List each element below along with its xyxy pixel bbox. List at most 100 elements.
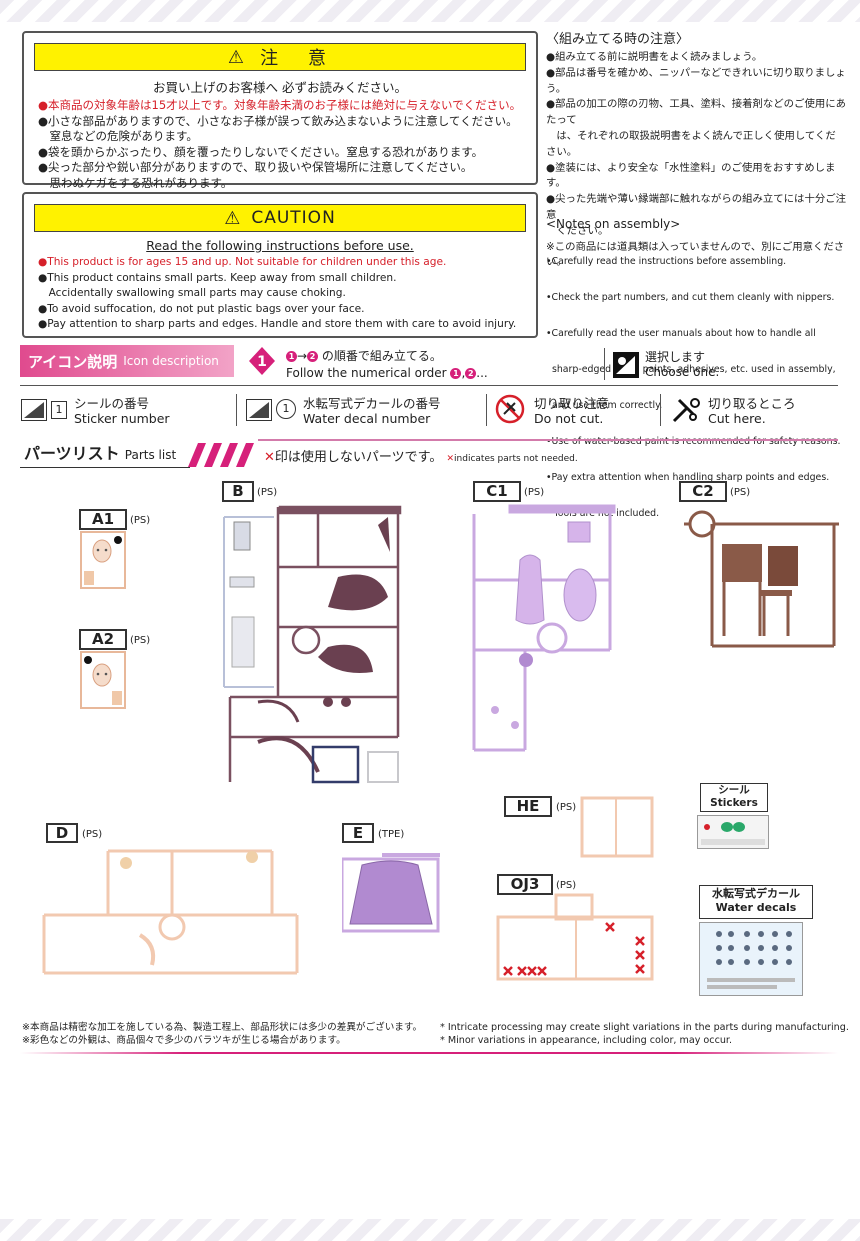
jp-warning-line: ●袋を頭からかぶったり、顔を覆ったりしないでください。窒息する恐れがあります。 xyxy=(38,144,484,159)
runner-material-oj3: (PS) xyxy=(556,880,577,891)
sticker-number-box: 1 xyxy=(51,401,67,419)
sticker-jp: シールの番号 xyxy=(74,396,150,411)
en-notes-line: •Carefully read the instructions before … xyxy=(546,256,787,267)
nocut-en: Do not cut. xyxy=(534,411,604,426)
en-notes-line: and use them correctly. xyxy=(546,400,663,411)
sticker-sheet-illustration xyxy=(697,815,769,849)
en-caution-line: Accidentally swallowing small parts may … xyxy=(38,287,346,300)
runner-e-illustration xyxy=(342,853,440,933)
sticker-en: Sticker number xyxy=(74,411,170,426)
runner-label-c1: C1 xyxy=(473,481,521,502)
jp-notes-line: ●塗装には、より安全な「水性塗料」のご使用をおすすめします。 xyxy=(546,161,836,190)
runner-material-c1: (PS) xyxy=(524,487,545,498)
top-stripe-border xyxy=(0,0,860,22)
runner-c1-illustration xyxy=(472,504,616,752)
order-badge-1: 1 xyxy=(286,351,297,362)
runner-material-a2: (PS) xyxy=(130,635,151,646)
parts-not-needed-note: ✕印は使用しないパーツです。 ✕indicates parts not need… xyxy=(264,446,578,465)
runner-material-a1: (PS) xyxy=(130,515,151,526)
choose-one-icon xyxy=(613,352,639,378)
runner-he-illustration xyxy=(580,796,654,858)
runner-oj3-illustration xyxy=(496,893,654,981)
footer-jp-1: ※本商品は精密な加工を施している為、製造工程上、部品形状には多少の差異がございま… xyxy=(22,1022,423,1033)
jp-notes-line: ●組み立てる前に説明書をよく読みましょう。 xyxy=(546,51,763,63)
jp-warning-header: ⚠ 注 意 xyxy=(34,43,526,71)
step-number-value: 1 xyxy=(257,354,267,370)
jp-warning-subtitle: お買い上げのお客様へ 必ずお読みください。 xyxy=(153,80,407,95)
en-caution-subtitle: Read the following instructions before u… xyxy=(146,238,414,253)
sticker-icon xyxy=(21,399,47,421)
footer-en-1: * Intricate processing may create slight… xyxy=(440,1022,849,1033)
stripe-decoration xyxy=(188,443,254,467)
cut-here-icon xyxy=(672,398,700,423)
stickers-jp: シール xyxy=(718,784,750,796)
runner-label-d: D xyxy=(46,823,78,843)
runner-label-e: E xyxy=(342,823,374,843)
footer-jp-2: ※彩色などの外観は、商品個々で多少のバラツキが生じる場合があります。 xyxy=(22,1035,346,1046)
order-en: Follow the numerical order xyxy=(286,366,447,380)
jp-notes-line: ※この商品には道具類は入っていませんので、別にご用意ください。 xyxy=(546,240,845,269)
runner-material-d: (PS) xyxy=(82,829,103,840)
en-notes-line: •Use of water-based paint is recommended… xyxy=(546,436,841,447)
order-instruction: 1→2 の順番で組み立てる。 xyxy=(286,349,442,363)
parts-list-en: Parts list xyxy=(124,448,177,462)
divider xyxy=(604,348,605,380)
jp-notes-line: は、それぞれの取扱説明書をよく読んで正しく使用してください。 xyxy=(546,129,836,158)
runner-label-a1: A1 xyxy=(79,509,127,530)
runner-a1-illustration xyxy=(80,531,126,589)
order-ellipsis: ... xyxy=(476,366,488,380)
divider xyxy=(20,467,190,468)
bottom-stripe-border xyxy=(0,1219,860,1241)
decal-en: Water decal number xyxy=(303,411,431,426)
choose-en: Choose one. xyxy=(645,365,720,379)
jp-notes-line: ●部品は番号を確かめ、ニッパーなどできれいに切り取りましょう。 xyxy=(546,66,846,95)
runner-material-e: (TPE) xyxy=(378,829,405,840)
runner-label-oj3: OJ3 xyxy=(497,874,553,895)
parts-list-heading: パーツリスト Parts list xyxy=(24,440,176,464)
nocut-jp: 切り取り注意 xyxy=(534,396,610,411)
en-caution-line: ●Pay attention to sharp parts and edges.… xyxy=(38,318,517,331)
parts-list-jp: パーツリスト xyxy=(24,444,120,463)
order-badge-2: 2 xyxy=(307,351,319,362)
jp-warning-box: ⚠ 注 意 お買い上げのお客様へ 必ずお読みください。 ●本商品の対象年齢は15… xyxy=(22,31,538,190)
divider xyxy=(258,439,838,441)
runner-a2-illustration xyxy=(80,651,126,709)
order-comma: , xyxy=(461,366,466,380)
decals-jp: 水転写式デカール xyxy=(712,887,800,900)
cut-en: Cut here. xyxy=(708,411,766,426)
warning-triangle-icon: ⚠ xyxy=(224,207,242,229)
stickers-en: Stickers xyxy=(710,796,758,809)
jp-warning-line: ●小さな部品がありますので、小さなお子様が誤って飲み込まないように注意してくださ… xyxy=(38,113,518,128)
footer-divider xyxy=(20,1052,838,1054)
runner-label-a2: A2 xyxy=(79,629,127,650)
order-instruction-en: Follow the numerical order 1,2... xyxy=(286,366,488,380)
runner-material-c2: (PS) xyxy=(730,487,751,498)
runner-material-b: (PS) xyxy=(257,487,278,498)
runner-c2-illustration xyxy=(684,510,839,648)
en-notes-line: •Carefully read the user manuals about h… xyxy=(546,328,816,339)
jp-notes-line: ●尖った先端や薄い縁端部に触れながらの組み立てには十分ご注意 xyxy=(546,193,847,221)
footer-en-2: * Minor variations in appearance, includ… xyxy=(440,1035,733,1046)
icon-description-en: Icon description xyxy=(123,354,219,368)
en-caution-line: ●This product contains small parts. Keep… xyxy=(38,271,397,284)
decal-number-circle: 1 xyxy=(276,399,296,419)
water-decals-label: 水転写式デカール Water decals xyxy=(699,885,813,919)
stickers-label: シール Stickers xyxy=(700,783,768,812)
runner-label-b: B xyxy=(222,481,254,502)
runner-material-he: (PS) xyxy=(556,802,577,813)
jp-warning-line: 窒息などの危険があります。 xyxy=(38,129,198,144)
jp-warning-line: ●尖った部分や鋭い部分がありますので、取り扱いや保管場所に注意してください。 xyxy=(38,160,473,175)
divider xyxy=(20,385,838,386)
choose-jp: 選択します xyxy=(645,350,706,364)
runner-b-illustration xyxy=(223,505,402,784)
jp-notes-line: ください。 xyxy=(546,224,609,237)
water-decal-sheet-illustration xyxy=(699,922,803,996)
jp-notes-title: 〈組み立てる時の注意〉 xyxy=(546,32,690,47)
divider xyxy=(486,394,487,426)
en-caution-header: ⚠ CAUTION xyxy=(34,204,526,232)
jp-notes-line: ●部品の加工の際の刃物、工具、塗料、接着剤などのご使用にあたって xyxy=(546,98,847,127)
en-notes-title: <Notes on assembly> xyxy=(546,217,681,231)
decals-en: Water decals xyxy=(715,901,797,914)
x-mark-icon: ✕ xyxy=(446,454,455,464)
en-caution-box: ⚠ CAUTION Read the following instruction… xyxy=(22,192,538,338)
